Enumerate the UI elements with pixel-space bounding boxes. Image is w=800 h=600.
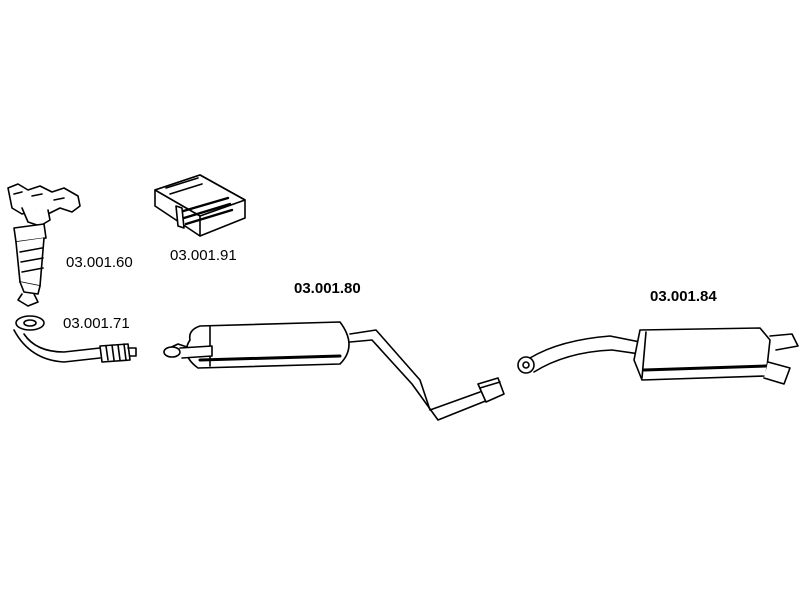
centre-silencer-part-number: 03.001.80 [294, 280, 361, 297]
rear-silencer-part[interactable] [517, 327, 799, 385]
rear-silencer-part-number: 03.001.84 [650, 288, 717, 305]
front-pipe-part-number: 03.001.71 [63, 315, 130, 332]
front-pipe-part[interactable] [13, 315, 137, 363]
catalyst-manifold-part[interactable] [7, 183, 81, 307]
fitting-kit-part-number: 03.001.91 [170, 247, 237, 264]
catalyst-part-number: 03.001.60 [66, 254, 133, 271]
fitting-kit-part[interactable] [154, 174, 246, 237]
centre-silencer-part[interactable] [163, 321, 505, 421]
